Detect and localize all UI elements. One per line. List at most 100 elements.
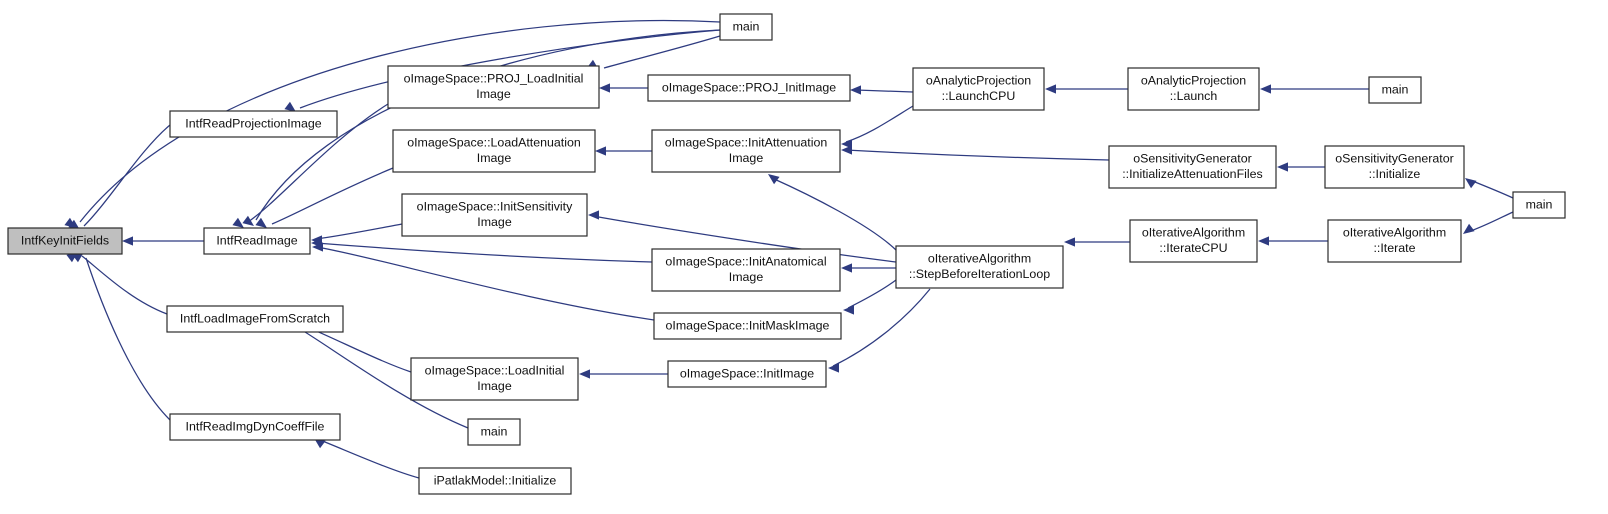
graph-edge <box>1465 178 1514 199</box>
graph-node-main[interactable]: main <box>1512 191 1566 219</box>
node-box[interactable] <box>410 357 579 401</box>
graph-edge <box>841 145 1110 161</box>
graph-edge <box>850 85 914 95</box>
node-box[interactable] <box>401 193 588 237</box>
node-box[interactable] <box>392 129 596 173</box>
node-label: oImageSpace::PROJ_LoadInitial <box>404 72 584 86</box>
node-label: ::Iterate <box>1373 241 1415 255</box>
graph-edge <box>122 236 204 246</box>
graph-node-intfloadimagefromscratch[interactable]: IntfLoadImageFromScratch <box>166 305 344 333</box>
graph-node-ipatlakmodel-initialize[interactable]: iPatlakModel::Initialize <box>418 467 572 495</box>
node-label: iPatlakModel::Initialize <box>434 473 557 487</box>
node-box[interactable] <box>895 245 1064 289</box>
node-box[interactable] <box>1324 145 1465 189</box>
graph-node-oanalyticprojection-launchcpu[interactable]: oAnalyticProjection::LaunchCPU <box>912 67 1045 111</box>
node-box[interactable] <box>912 67 1045 111</box>
node-box[interactable] <box>651 129 841 173</box>
node-label: oImageSpace::InitImage <box>680 366 814 380</box>
node-box[interactable] <box>1127 67 1260 111</box>
edge-arrowhead <box>1260 84 1271 94</box>
edge-arrowhead <box>768 174 780 185</box>
node-box[interactable] <box>203 227 311 255</box>
node-box[interactable] <box>1129 219 1258 263</box>
node-box[interactable] <box>387 65 600 109</box>
edge-arrowhead <box>850 85 861 95</box>
node-label: oImageSpace::InitAnatomical <box>665 255 826 269</box>
graph-node-intfkeyinitfields[interactable]: IntfKeyInitFields <box>7 227 123 255</box>
node-box[interactable] <box>653 312 842 340</box>
node-label: Image <box>477 379 512 393</box>
graph-edge <box>255 167 394 228</box>
node-label: oAnalyticProjection <box>1141 74 1246 88</box>
node-label: ::InitializeAttenuationFiles <box>1122 167 1263 181</box>
node-box[interactable] <box>169 110 338 138</box>
graph-node-oimagespace-initmaskimage[interactable]: oImageSpace::InitMaskImage <box>653 312 842 340</box>
graph-node-intfreadprojectionimage[interactable]: IntfReadProjectionImage <box>169 110 338 138</box>
graph-node-main[interactable]: main <box>467 418 521 446</box>
node-box[interactable] <box>169 413 341 441</box>
node-box[interactable] <box>7 227 123 255</box>
node-box[interactable] <box>719 13 773 41</box>
graph-edge <box>64 19 721 228</box>
graph-node-oimagespace-initimage[interactable]: oImageSpace::InitImage <box>667 360 827 388</box>
graph-node-oimagespace-proj-initimage[interactable]: oImageSpace::PROJ_InitImage <box>647 74 851 102</box>
node-box[interactable] <box>1327 219 1462 263</box>
graph-edge <box>579 369 668 379</box>
node-label: oImageSpace::InitMaskImage <box>666 318 830 332</box>
edge-arrowhead <box>1465 178 1477 189</box>
graph-edge <box>1463 211 1514 234</box>
node-box[interactable] <box>651 248 841 292</box>
node-label: oImageSpace::InitAttenuation <box>665 136 828 150</box>
graph-node-oiterativealgorithm-iteratecpu[interactable]: oIterativeAlgorithm::IterateCPU <box>1129 219 1258 263</box>
node-label: main <box>481 424 508 438</box>
node-label: ::LaunchCPU <box>942 89 1016 103</box>
edge-arrowhead <box>242 215 254 226</box>
node-label: ::StepBeforeIterationLoop <box>909 267 1050 281</box>
graph-node-main[interactable]: main <box>1368 76 1422 104</box>
graph-edge <box>843 279 897 315</box>
edge-arrowhead <box>255 217 267 228</box>
graph-node-oiterativealgorithm-iterate[interactable]: oIterativeAlgorithm::Iterate <box>1327 219 1462 263</box>
graph-edge <box>1045 84 1128 94</box>
graph-node-osensitivitygenerator-initializeattenuationfiles[interactable]: oSensitivityGenerator::InitializeAttenua… <box>1108 145 1277 189</box>
edge-arrowhead <box>1463 223 1475 234</box>
node-label: oIterativeAlgorithm <box>1343 226 1446 240</box>
node-label: oImageSpace::LoadInitial <box>425 364 565 378</box>
edge-arrowhead <box>232 217 244 228</box>
node-label: Image <box>729 151 764 165</box>
node-box[interactable] <box>166 305 344 333</box>
graph-edge <box>595 146 652 156</box>
edge-arrowhead <box>1064 237 1075 247</box>
node-box[interactable] <box>1108 145 1277 189</box>
graph-node-oiterativealgorithm-stepbeforeiterationloop[interactable]: oIterativeAlgorithm::StepBeforeIteration… <box>895 245 1064 289</box>
graph-node-main[interactable]: main <box>719 13 773 41</box>
edge-arrowhead <box>595 146 606 156</box>
node-box[interactable] <box>667 360 827 388</box>
graph-node-intfreadimage[interactable]: IntfReadImage <box>203 227 311 255</box>
graph-node-intfreadimgdyncoefffile[interactable]: IntfReadImgDynCoeffFile <box>169 413 341 441</box>
graph-node-osensitivitygenerator-initialize[interactable]: oSensitivityGenerator::Initialize <box>1324 145 1465 189</box>
node-label: ::IterateCPU <box>1159 241 1227 255</box>
node-label: IntfReadImage <box>216 233 297 247</box>
node-label: oImageSpace::LoadAttenuation <box>407 136 581 150</box>
node-label: oImageSpace::InitSensitivity <box>417 200 573 214</box>
graph-edge <box>1064 237 1130 247</box>
edge-arrowhead <box>1258 236 1269 246</box>
graph-edge <box>311 238 653 263</box>
node-label: oIterativeAlgorithm <box>928 252 1031 266</box>
node-box[interactable] <box>418 467 572 495</box>
graph-nodes: IntfKeyInitFields IntfReadProjectionImage… <box>7 13 1566 495</box>
graph-node-oanalyticprojection-launch[interactable]: oAnalyticProjection::Launch <box>1127 67 1260 111</box>
edge-arrowhead <box>588 210 599 220</box>
node-box[interactable] <box>1368 76 1422 104</box>
node-box[interactable] <box>647 74 851 102</box>
node-box[interactable] <box>1512 191 1566 219</box>
node-box[interactable] <box>467 418 521 446</box>
